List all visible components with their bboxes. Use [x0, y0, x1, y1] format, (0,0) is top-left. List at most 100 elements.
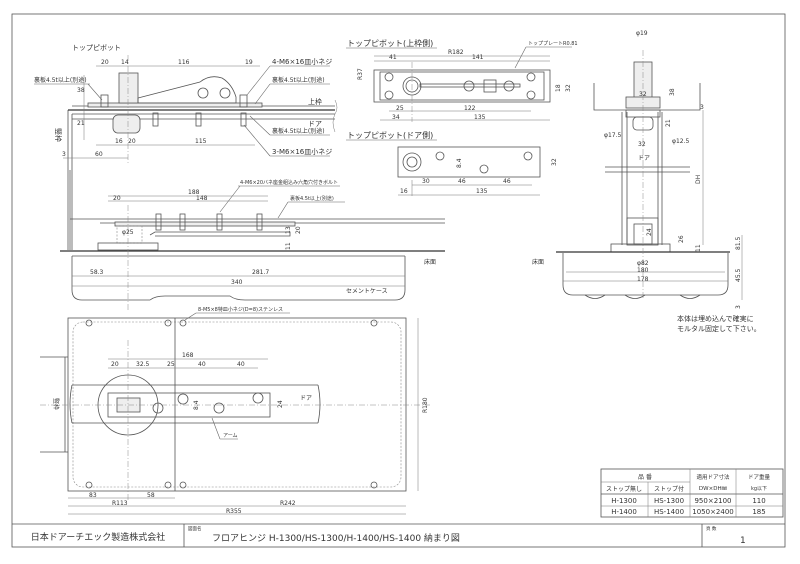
dim: 32 — [551, 158, 558, 166]
dim: R113 — [112, 500, 128, 507]
case-outline — [67, 317, 407, 492]
pivot-arm — [137, 76, 237, 104]
dim: 19 — [245, 59, 253, 66]
note: 8-M5×8特皿小ネジ(D=8)ステンレス — [198, 306, 283, 313]
bolts — [155, 213, 263, 231]
dim: R37 — [357, 68, 364, 80]
note: 3-M6×16皿小ネジ — [272, 147, 332, 156]
dim: 20 — [128, 138, 136, 145]
plan-view: 8-M5×8特皿小ネジ(D=8)ステンレス 168 20 32.5 25 40 … — [40, 306, 430, 515]
label-arm: アーム — [223, 433, 238, 439]
dim: 83 — [89, 492, 97, 499]
drawing-name: フロアヒンジ H-1300/HS-1300/H-1400/HS-1400 納まり… — [212, 532, 460, 544]
dim: 20 — [295, 226, 302, 234]
dim: 58 — [147, 492, 155, 499]
title-block: 日本ドアーチエック製造株式会社 図面名 フロアヒンジ H-1300/HS-130… — [12, 523, 785, 547]
dim: 115 — [195, 138, 207, 145]
cell-no-stop: H-1300 — [611, 497, 637, 505]
label-cement-case: セメントケース — [346, 288, 388, 295]
installation-note: 本体は埋め込んで確実に — [677, 314, 754, 323]
view-title: トップピボット — [72, 44, 121, 52]
dim: 148 — [196, 195, 208, 202]
header-weight-unit: kg以下 — [751, 486, 767, 492]
dim: φ17.5 — [604, 132, 622, 139]
floor-hinge-section-view: 188 20 148 φ25 13 20 11 58.3 281.7 340 4… — [60, 170, 445, 310]
label-jamb: 竪枠 — [52, 398, 60, 410]
sheet-label: 頁 数 — [706, 525, 717, 532]
dim: 81.5 — [735, 236, 742, 250]
dim: φ82 — [637, 260, 649, 267]
door-plate-outline — [397, 146, 541, 178]
note: 4-M6×16皿小ネジ — [272, 57, 332, 66]
dim: 11 — [695, 244, 702, 252]
cement-case — [562, 253, 729, 296]
table-row: H-1400 HS-1400 1050×2400 185 — [611, 508, 765, 516]
dim: 24 — [646, 228, 653, 236]
screws — [100, 94, 248, 127]
dim: 46 — [458, 178, 466, 185]
header-weight: ドア重量 — [748, 473, 771, 481]
dim: 38 — [77, 87, 85, 94]
cell-door-size: 950×2100 — [694, 497, 731, 505]
label-floor: 床面 — [532, 258, 544, 266]
cell-weight: 185 — [752, 508, 765, 516]
cement-case — [71, 256, 406, 301]
spec-table: 品 番 ストップ無し ストップ付 適用ドア寸法 DW×DH㎜ ドア重量 kg以下… — [600, 468, 784, 518]
dim: 20 — [113, 195, 121, 202]
frame-plate-outline — [373, 69, 551, 103]
dim: 41 — [389, 54, 397, 61]
dim: 45.5 — [735, 268, 742, 282]
view-title: トップピボット(ドア側) — [347, 130, 433, 140]
drawing-name-label: 図面名 — [188, 525, 202, 532]
top-plate — [87, 102, 263, 108]
cell-door-size: 1050×2400 — [692, 508, 734, 516]
header-with-stop: ストップ付 — [654, 485, 684, 493]
dim: 46 — [503, 178, 511, 185]
dim: 122 — [464, 105, 476, 112]
dim: 32 — [639, 91, 647, 98]
dim: φ25 — [122, 229, 134, 236]
label-door: ドア — [300, 395, 312, 402]
dim: 13 — [285, 226, 292, 234]
sheet-number: 1 — [740, 536, 746, 546]
dim: 180 — [637, 267, 649, 274]
dim: 38 — [669, 88, 676, 96]
dim: 18 — [555, 84, 562, 92]
screw-icons — [85, 319, 378, 489]
dim: 25 — [396, 105, 404, 112]
pivot-block — [118, 72, 139, 104]
pivot-cup — [112, 114, 141, 134]
label-floor: 床面 — [424, 258, 436, 266]
dim: R355 — [226, 508, 242, 515]
table-row: H-1300 HS-1300 950×2100 110 — [611, 497, 765, 505]
dim: 32 — [565, 84, 572, 92]
header-model: 品 番 — [638, 474, 652, 481]
label-frame-top: 上枠 — [308, 97, 322, 106]
dim: 168 — [182, 352, 194, 359]
dim: 34 — [392, 114, 400, 121]
dim: 135 — [476, 188, 488, 195]
sheet-border — [11, 13, 786, 548]
dim: 8.4 — [193, 400, 200, 410]
note: 裏板4.5t以上(別途) — [272, 127, 325, 135]
cell-weight: 110 — [752, 497, 765, 505]
dim: 60 — [95, 151, 103, 158]
cell-with-stop: HS-1300 — [654, 497, 684, 505]
dim: 20 — [111, 361, 119, 368]
dim: 188 — [188, 189, 200, 196]
dim: 116 — [178, 59, 190, 66]
dim: 24 — [277, 400, 284, 408]
label-jamb: 竪枠 — [54, 128, 63, 142]
view-title: トップピボット(上枠側) — [347, 38, 433, 48]
cell-no-stop: H-1400 — [611, 508, 637, 516]
header-door-size-unit: DW×DH㎜ — [699, 486, 728, 492]
installation-note: モルタル固定して下さい。 — [677, 324, 761, 333]
dim: 21 — [665, 119, 672, 127]
note: トッププレートR0.81 — [528, 41, 578, 47]
top-pivot-view: トップピボット 20 14 116 19 38 21 16 20 — [34, 44, 338, 250]
dim: R242 — [280, 500, 296, 507]
dim: 16 — [115, 138, 123, 145]
note: 裏板4.5t以上(別途) — [290, 195, 334, 202]
dim: 58.3 — [90, 269, 104, 276]
